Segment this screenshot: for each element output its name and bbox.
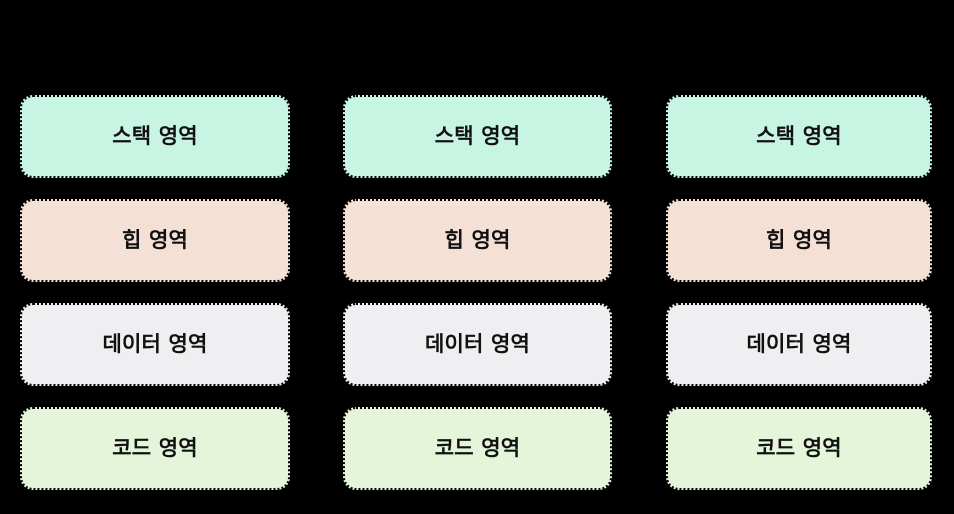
segment-stack-col0[interactable]: 스택 영역: [20, 95, 290, 178]
segment-label: 데이터 영역: [102, 332, 208, 356]
segment-label: 힙 영역: [765, 228, 833, 252]
segment-data-col2[interactable]: 데이터 영역: [666, 303, 932, 386]
process-column-0: 스택 영역 힙 영역 데이터 영역 코드 영역: [20, 95, 290, 490]
segment-stack-col2[interactable]: 스택 영역: [666, 95, 932, 178]
segment-stack-col1[interactable]: 스택 영역: [343, 95, 612, 178]
segment-label: 힙 영역: [121, 228, 189, 252]
segment-code-col0[interactable]: 코드 영역: [20, 407, 290, 490]
segment-code-col2[interactable]: 코드 영역: [666, 407, 932, 490]
segment-heap-col1[interactable]: 힙 영역: [343, 199, 612, 282]
segment-label: 데이터 영역: [746, 332, 852, 356]
segment-heap-col0[interactable]: 힙 영역: [20, 199, 290, 282]
segment-label: 스택 영역: [756, 124, 842, 148]
segment-label: 코드 영역: [112, 436, 198, 460]
process-column-2: 스택 영역 힙 영역 데이터 영역 코드 영역: [666, 95, 932, 490]
segment-data-col0[interactable]: 데이터 영역: [20, 303, 290, 386]
segment-data-col1[interactable]: 데이터 영역: [343, 303, 612, 386]
segment-label: 스택 영역: [434, 124, 521, 148]
segment-label: 스택 영역: [112, 124, 198, 148]
segment-code-col1[interactable]: 코드 영역: [343, 407, 612, 490]
segment-label: 코드 영역: [756, 436, 842, 460]
segment-label: 힙 영역: [444, 228, 511, 252]
segment-heap-col2[interactable]: 힙 영역: [666, 199, 932, 282]
segment-label: 데이터 영역: [424, 332, 531, 356]
segment-label: 코드 영역: [434, 436, 521, 460]
process-column-1: 스택 영역 힙 영역 데이터 영역 코드 영역: [343, 95, 612, 490]
